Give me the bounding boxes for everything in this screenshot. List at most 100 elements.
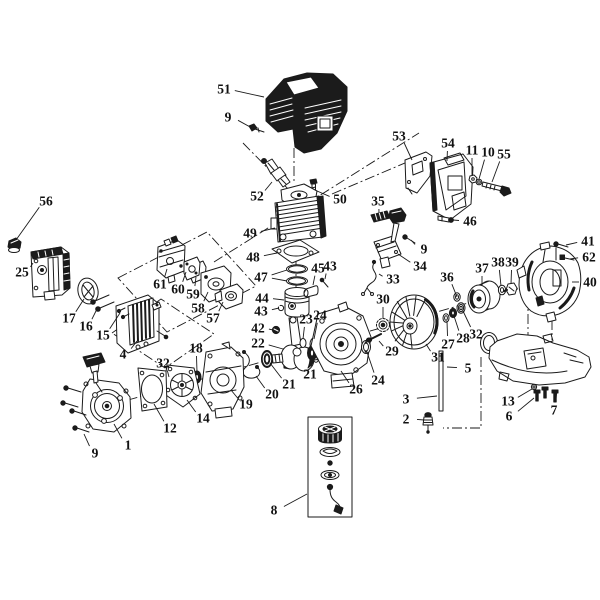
part-number-label: 57 — [206, 311, 220, 326]
part-number-label: 50 — [333, 192, 347, 207]
part-cable-end-2 — [422, 412, 434, 434]
callout-leader-line — [218, 301, 224, 312]
callout-leader-line — [271, 307, 280, 311]
part-number-label: 24 — [371, 373, 385, 388]
part-number-label: 46 — [463, 214, 477, 229]
part-throttle-rod-3-5 — [438, 350, 444, 412]
part-number-label: 9 — [92, 446, 99, 461]
callout-leader-line — [416, 418, 425, 421]
part-crankcase-half-19 — [200, 341, 245, 419]
part-cover-screw-9 — [248, 123, 265, 133]
callout-leader-line — [83, 433, 90, 447]
part-clip-screw-43 — [319, 277, 329, 288]
callout-leader-line — [153, 403, 165, 422]
part-piston — [284, 287, 310, 318]
part-number-label: 58 — [191, 301, 205, 316]
part-choke-screws-15 — [116, 307, 130, 320]
part-spark-plug — [261, 158, 291, 188]
part-number-label: 37 — [475, 261, 489, 276]
callout-leader-line — [268, 344, 284, 350]
part-number-label: 33 — [386, 272, 400, 287]
part-wrist-pin — [303, 285, 319, 298]
callout-leader-line — [403, 142, 413, 161]
part-intake-manifold-57 — [214, 283, 244, 310]
part-number-label: 11 — [466, 143, 479, 158]
part-number-label: 6 — [506, 409, 513, 424]
part-switch-block-35 — [370, 210, 391, 223]
callout-leader-line — [397, 253, 411, 263]
part-retainer-spring-20 — [242, 350, 261, 379]
part-cylinder-gasket — [271, 239, 320, 264]
callout-leader-line — [230, 389, 239, 399]
part-number-label: 13 — [501, 394, 515, 409]
part-number-label: 4 — [120, 347, 127, 362]
part-number-label: 43 — [254, 304, 268, 319]
part-number-label: 18 — [189, 341, 203, 356]
callout-leader-line — [510, 269, 512, 285]
part-starter-pawl-30 — [376, 318, 390, 332]
part-ignition-coil-34 — [373, 207, 407, 269]
part-number-label: 9 — [225, 110, 232, 125]
part-number-label: 36 — [440, 270, 454, 285]
part-engine-cover — [265, 72, 348, 154]
part-cylinder — [270, 183, 327, 243]
part-spacer-60 — [183, 256, 201, 281]
part-number-label: 32 — [469, 327, 483, 342]
part-number-label: 3 — [403, 392, 410, 407]
part-number-label: 45 — [311, 261, 325, 276]
part-tank-washer-13 — [530, 383, 538, 391]
callout-leader-line — [234, 90, 265, 98]
part-number-label: 28 — [456, 331, 470, 346]
part-starter-gasket-12 — [137, 367, 168, 412]
callout-leader-line — [255, 375, 266, 389]
part-number-label: 39 — [505, 255, 519, 270]
callout-leader-line — [30, 262, 34, 268]
callout-leader-line — [237, 119, 253, 129]
part-washer-10 — [475, 178, 483, 186]
callout-leader-line — [310, 357, 313, 367]
part-bolt-39 — [503, 282, 518, 296]
part-fuel-tank — [480, 332, 592, 386]
part-number-label: 38 — [491, 255, 505, 270]
part-needle-bearing-42 — [271, 325, 281, 335]
callout-leader-line — [130, 340, 138, 349]
part-number-label: 24 — [313, 308, 327, 323]
part-number-label: 34 — [413, 259, 427, 274]
part-number-label: 14 — [196, 411, 210, 426]
part-number-label: 10 — [481, 145, 495, 160]
callout-leader-line — [166, 370, 170, 378]
callout-leader-line — [272, 298, 285, 301]
callout-leader-line — [366, 351, 375, 373]
part-number-label: 32 — [156, 356, 170, 371]
part-bolt-55 — [481, 181, 512, 197]
part-washer-23 — [299, 338, 307, 348]
callout-leader-line — [416, 395, 438, 399]
part-fan-housing-40 — [516, 241, 582, 323]
part-piston-rings — [286, 264, 308, 286]
callout-leader-line — [410, 239, 416, 245]
callout-leader-line — [569, 257, 579, 260]
callout-leader-line — [517, 388, 533, 398]
callout-leader-line — [425, 343, 431, 352]
part-starter-handle — [82, 352, 106, 393]
callout-leader-line — [91, 306, 99, 320]
part-number-label: 56 — [39, 194, 53, 209]
callout-leader-line — [15, 207, 40, 241]
part-stop-wire-33 — [361, 259, 377, 296]
part-number-label: 25 — [15, 265, 29, 280]
part-number-label: 48 — [246, 250, 260, 265]
part-nut-28 — [448, 307, 458, 319]
part-number-label: 62 — [582, 250, 596, 265]
part-number-label: 21 — [282, 377, 296, 392]
part-number-label: 52 — [250, 189, 264, 204]
callout-leader-line — [378, 273, 383, 277]
part-number-label: 59 — [186, 287, 200, 302]
part-number-label: 43 — [323, 259, 337, 274]
part-fuel-cap-kit-8 — [307, 416, 353, 518]
part-muffler-screws-16 — [90, 294, 115, 312]
callout-leader-line — [446, 320, 448, 337]
part-number-label: 19 — [239, 397, 253, 412]
callout-leader-line — [164, 268, 168, 277]
